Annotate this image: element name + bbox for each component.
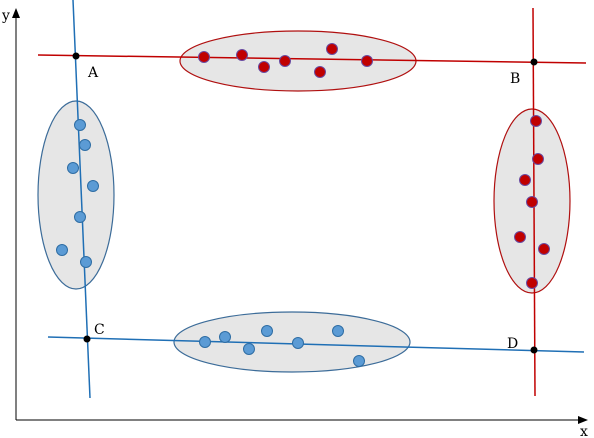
red-horizontal-line xyxy=(37,54,587,64)
axes: y x xyxy=(1,8,588,438)
blue-point xyxy=(219,331,231,343)
red-points xyxy=(198,43,550,289)
left-blue-ellipse xyxy=(37,100,115,290)
point-label-a: A xyxy=(87,65,99,81)
blue-point xyxy=(79,139,91,151)
red-point xyxy=(514,231,526,243)
red-point xyxy=(314,66,326,78)
blue-points xyxy=(56,119,365,367)
intersection-d-dot xyxy=(530,346,538,354)
blue-point xyxy=(353,355,365,367)
blue-point xyxy=(87,180,99,192)
point-label-c: C xyxy=(94,322,105,338)
red-point xyxy=(361,55,373,67)
point-label-d: D xyxy=(507,336,518,352)
cluster-ellipses xyxy=(37,30,571,373)
blue-point xyxy=(292,337,304,349)
blue-horizontal-line xyxy=(47,336,585,353)
blue-point xyxy=(243,343,255,355)
y-axis-arrow xyxy=(12,8,20,18)
intersections: A B C D xyxy=(72,52,538,354)
blue-point xyxy=(261,325,273,337)
blue-point xyxy=(332,325,344,337)
blue-point xyxy=(199,336,211,348)
blue-vertical-line xyxy=(72,0,91,399)
red-point xyxy=(326,43,338,55)
red-point xyxy=(526,277,538,289)
blue-point xyxy=(74,211,86,223)
y-axis-label: y xyxy=(1,8,10,24)
red-point xyxy=(279,55,291,67)
red-point xyxy=(526,196,538,208)
blue-point xyxy=(80,256,92,268)
top-red-ellipse xyxy=(179,30,417,92)
red-point xyxy=(236,49,248,61)
fit-lines xyxy=(37,0,587,399)
intersection-b-dot xyxy=(530,58,538,66)
red-point xyxy=(532,153,544,165)
blue-point xyxy=(74,119,86,131)
red-point xyxy=(519,174,531,186)
red-point xyxy=(198,51,210,63)
blue-point xyxy=(67,162,79,174)
x-axis-arrow xyxy=(578,416,588,424)
intersection-c-dot xyxy=(83,335,91,343)
blue-point xyxy=(56,244,68,256)
red-point xyxy=(530,115,542,127)
point-label-b: B xyxy=(510,71,520,87)
bottom-blue-ellipse xyxy=(173,311,411,373)
intersection-a-dot xyxy=(72,52,80,60)
red-point xyxy=(258,61,270,73)
red-point xyxy=(538,243,550,255)
x-axis-label: x xyxy=(580,424,588,438)
